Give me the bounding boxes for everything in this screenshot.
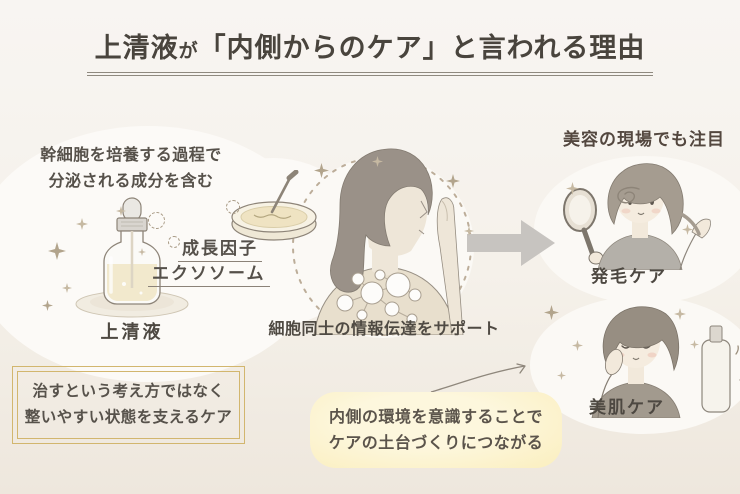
care-philosophy-line1: 治すという考え方ではなく xyxy=(32,382,225,401)
sparkle-icon xyxy=(682,224,693,235)
bottle-label: 上清液 xyxy=(100,322,164,343)
sparkle-icon xyxy=(572,340,583,351)
title-part-quoted: 「内側からのケア」 xyxy=(198,33,451,64)
page-title: 上清液が「内側からのケア」と言われる理由 xyxy=(0,26,740,76)
inner-environment-line1: 内側の環境を意識することで xyxy=(328,407,544,427)
page-title-text: 上清液が「内側からのケア」と言われる理由 xyxy=(86,26,654,76)
sparkle-icon xyxy=(372,156,383,167)
petri-dish-illustration xyxy=(231,170,317,241)
sparkle-icon xyxy=(42,300,53,311)
stem-cell-note-line1: 幹細胞を培養する過程で xyxy=(40,145,222,164)
dropper-bottle-illustration xyxy=(75,197,189,318)
inner-environment-line2: ケアの土台づくりにつながる xyxy=(328,433,544,452)
microbe-icon xyxy=(168,236,180,248)
growth-factor-label: 成長因子 xyxy=(178,234,262,262)
title-part-product: 上清液 xyxy=(94,33,179,64)
skin-care-label: 美肌ケア xyxy=(589,398,665,418)
stem-cell-note-line2: 分泌される成分を含む xyxy=(48,170,214,190)
care-philosophy-box: 治すという考え方ではなく 整いやすい状態を支えるケア xyxy=(12,366,245,444)
cell-communication-caption: 細胞同士の情報伝達をサポート xyxy=(268,319,500,338)
sparkle-icon xyxy=(116,206,126,216)
sparkle-icon xyxy=(690,340,699,349)
microbe-icon xyxy=(148,212,165,229)
hair-care-woman-illustration xyxy=(563,163,711,270)
skin-care-woman-illustration xyxy=(591,306,740,418)
curved-arrow-icon xyxy=(430,363,526,393)
inner-environment-box: 内側の環境を意識することで ケアの土台づくりにつながる xyxy=(310,392,562,468)
title-part-suffix: と言われる理由 xyxy=(450,33,646,64)
microbe-icon xyxy=(226,200,240,214)
title-part-particle: が xyxy=(178,40,199,62)
hair-care-label: 発毛ケア xyxy=(591,267,667,287)
center-woman-illustration xyxy=(313,148,464,335)
hair-swirl-icon xyxy=(617,186,640,204)
exosome-label: エクソソーム xyxy=(148,259,270,287)
sparkle-icon xyxy=(62,283,72,293)
beauty-field-heading: 美容の現場でも注目 xyxy=(563,130,725,150)
sparkle-icon xyxy=(557,371,566,380)
sparkle-icon xyxy=(138,248,146,256)
arrow-right-icon xyxy=(467,220,555,266)
stem-cell-note: 幹細胞を培養する過程で 分泌される成分を含む xyxy=(20,142,242,193)
care-philosophy-line2: 整いやすい状態を支えるケア xyxy=(24,408,233,426)
sparkle-icon xyxy=(464,226,474,236)
